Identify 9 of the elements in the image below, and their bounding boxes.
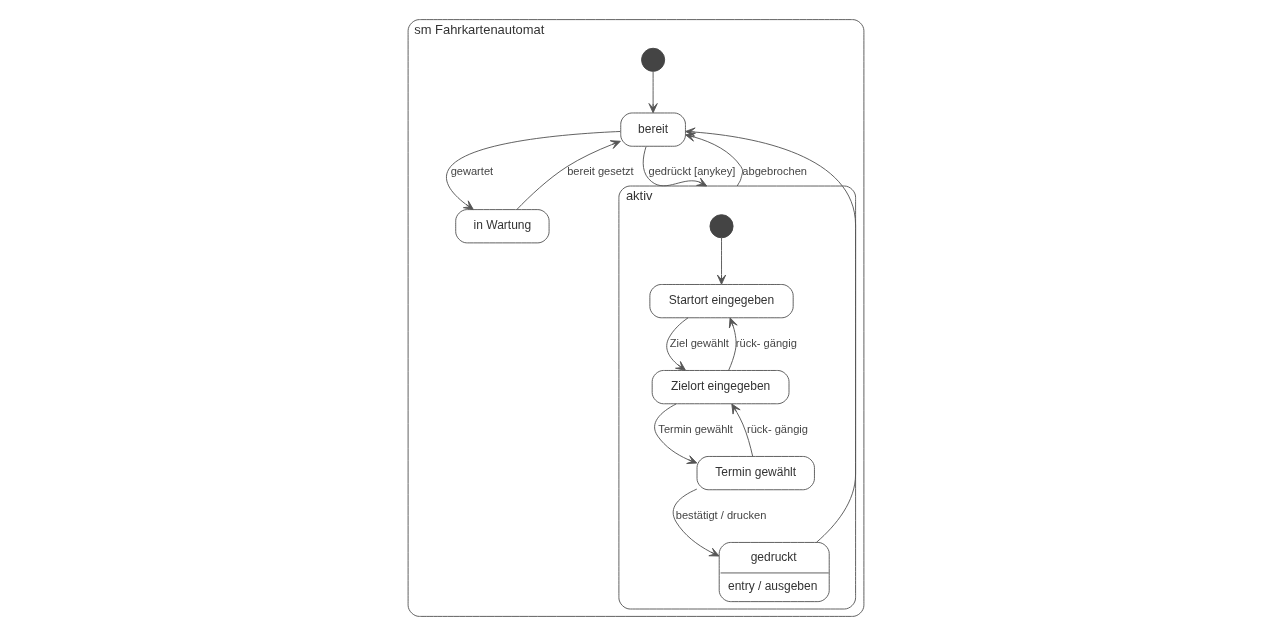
- edge-label: gedrückt [anykey]: [648, 165, 736, 178]
- edge-label: Ziel gewählt: [669, 336, 729, 349]
- edge-label: bestätigt / drucken: [675, 508, 767, 521]
- edge-label: rück- gängig: [735, 336, 797, 349]
- edge-label: gewartet: [450, 165, 494, 178]
- edge-label: rück- gängig: [746, 422, 808, 435]
- edge-label: Termin gewählt: [658, 422, 733, 435]
- edge-label: abgebrochen: [742, 165, 808, 178]
- edge-label: bereit gesetzt: [567, 165, 634, 178]
